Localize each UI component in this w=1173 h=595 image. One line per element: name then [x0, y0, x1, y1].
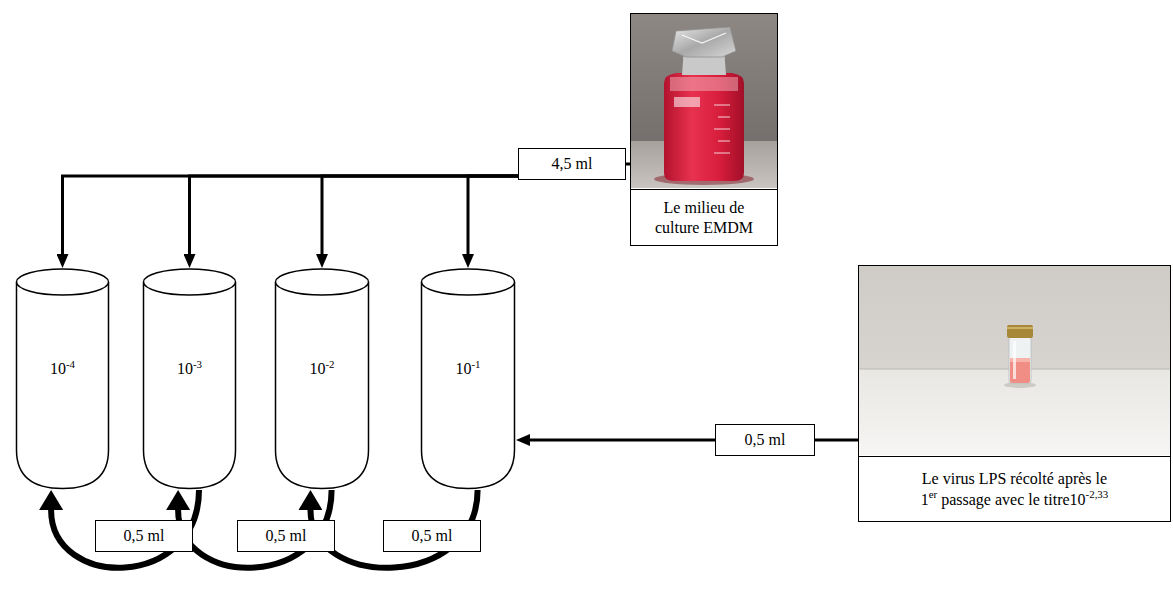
connector-arrow — [815, 439, 858, 442]
node-text: 1 — [921, 491, 929, 508]
tube-body — [144, 282, 236, 489]
text-group: 10-1 — [420, 358, 516, 379]
text-group: 0,5 ml — [745, 431, 786, 449]
tube-mouth — [17, 269, 109, 295]
connector-arrow — [190, 176, 519, 254]
volume-box: 0,5 ml — [715, 424, 815, 456]
node-text: 10 — [455, 360, 471, 377]
photo-caption: Le virus LPS récolté après le 1er passage … — [859, 456, 1170, 521]
superscript-text: er — [929, 488, 937, 500]
tube-outline — [15, 268, 110, 490]
node-text: 0,5 ml — [745, 431, 786, 448]
virus-panel: Le virus LPS récolté après le 1er passage … — [858, 265, 1171, 522]
text-group: Le virus LPS récolté après le 1er passage … — [921, 469, 1108, 509]
tube-body — [17, 282, 109, 489]
dilution-tube: 10-1 — [420, 268, 516, 490]
node-text: passage avec le titre10 — [941, 491, 1085, 508]
connector-arrow — [468, 176, 518, 254]
text-group: 10-4 — [15, 358, 110, 379]
tube-mouth — [276, 269, 369, 295]
photo-caption: Le milieu de culture EMDM — [631, 189, 777, 245]
node-text: 4,5 ml — [552, 155, 593, 172]
tube-body — [422, 282, 515, 489]
superscript-text: -2 — [325, 358, 334, 370]
volume-label-box: 0,5 ml — [237, 520, 335, 552]
culture-medium-panel: Le milieu de culture EMDM — [630, 13, 778, 246]
culture-medium-photo — [630, 13, 778, 188]
dilution-tube: 10-4 — [15, 268, 110, 490]
node-text: Le milieu de culture EMDM — [655, 199, 753, 235]
edge-label-text: 0,5 ml — [266, 527, 307, 545]
node-text: 10 — [50, 360, 66, 377]
text-group: 10-3 — [142, 358, 237, 379]
node-text: 10 — [309, 360, 325, 377]
edge-label-text: 0,5 ml — [124, 527, 165, 545]
node-text: 10 — [177, 360, 193, 377]
superscript-text: -1 — [471, 358, 480, 370]
volume-label-box: 0,5 ml — [383, 520, 481, 552]
tube-outline — [274, 268, 370, 490]
text-group: 4,5 ml — [552, 155, 593, 173]
text-group: 10-2 — [274, 358, 370, 379]
node-text: Le virus LPS récolté après le — [921, 469, 1108, 488]
tube-body — [276, 282, 369, 489]
volume-label-box: 0,5 ml — [95, 520, 193, 552]
edge-label-text: 0,5 ml — [412, 527, 453, 545]
transfer-arrow — [51, 490, 199, 568]
tube-mouth — [144, 269, 236, 295]
tube-outline — [420, 268, 516, 490]
tube-outline — [142, 268, 237, 490]
superscript-text: -4 — [66, 358, 75, 370]
volume-box: 4,5 ml — [518, 148, 626, 180]
connector-arrow — [530, 439, 715, 442]
dilution-tube: 10-3 — [142, 268, 237, 490]
superscript-text: -3 — [193, 358, 202, 370]
connector-arrow — [63, 176, 519, 254]
superscript-text: -2,33 — [1086, 488, 1109, 500]
connector-arrow — [322, 176, 518, 254]
tube-mouth — [422, 269, 515, 295]
text-group: Le milieu de culture EMDM — [643, 198, 765, 236]
dilution-tube: 10-2 — [274, 268, 370, 490]
virus-vial-photo — [858, 265, 1171, 455]
